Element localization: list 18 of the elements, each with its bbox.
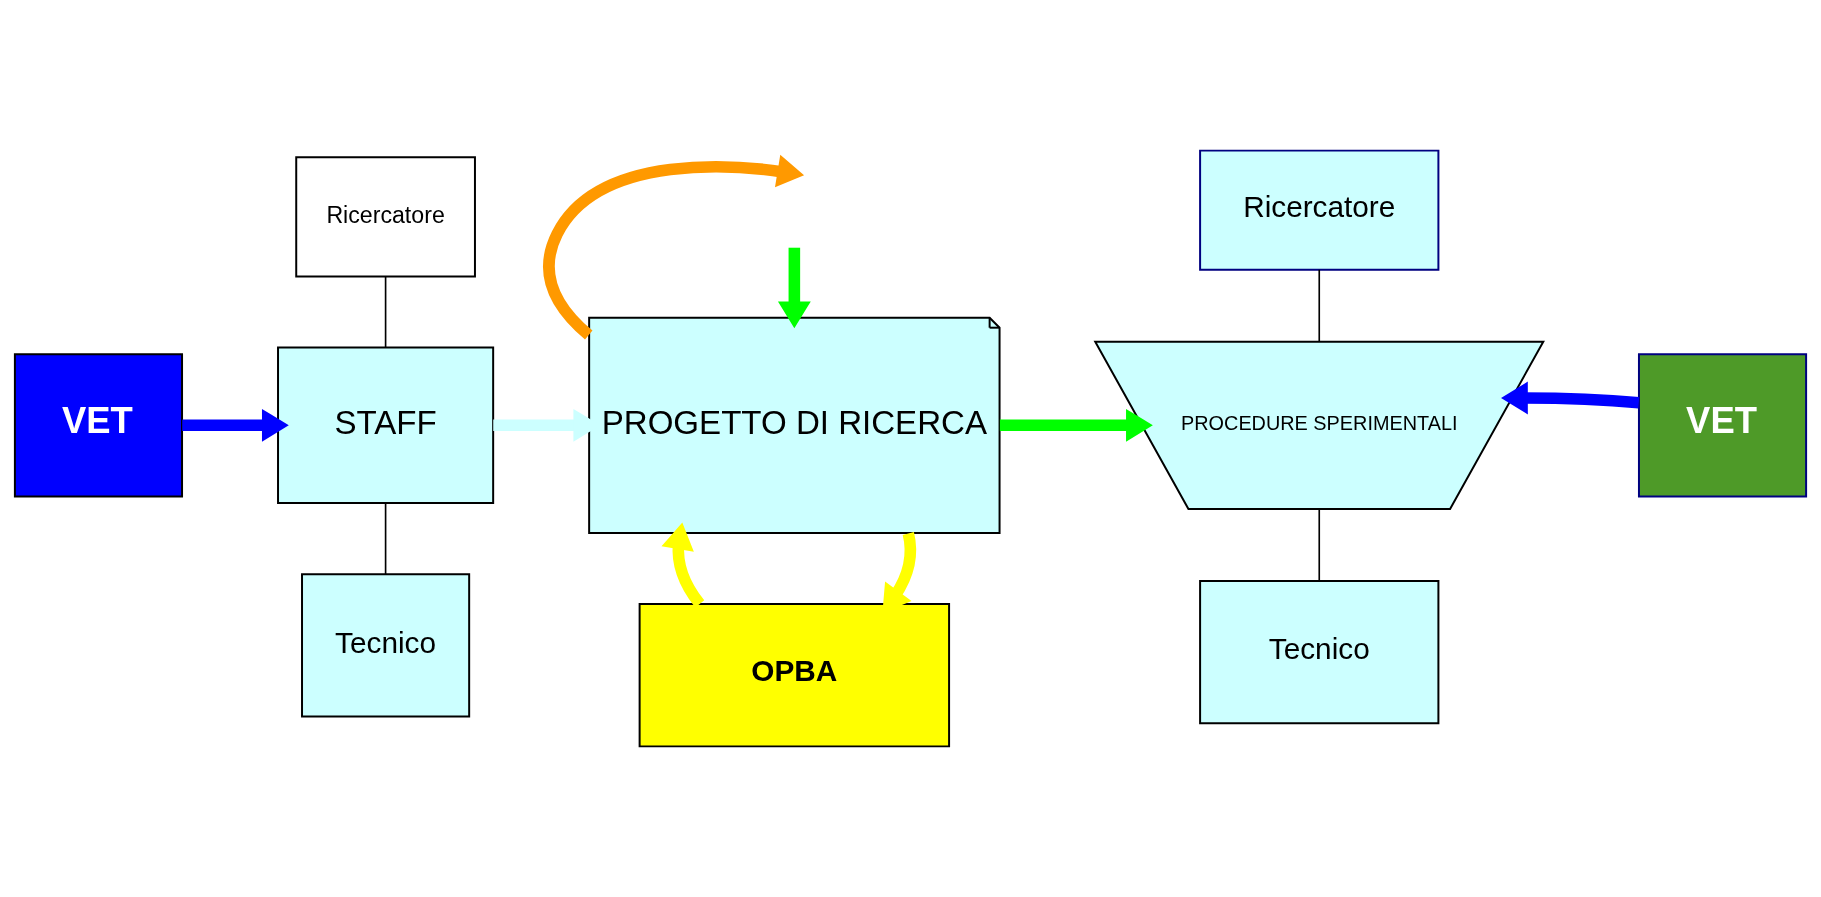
node-box: VET: [13, 353, 184, 498]
arrow: [999, 408, 1153, 442]
arrow: [661, 522, 705, 608]
node-box: Tecnico: [301, 573, 471, 718]
node-box: VET: [1637, 353, 1808, 498]
arrow: [543, 154, 805, 340]
arrow: [1501, 381, 1640, 415]
connector: [1318, 268, 1321, 343]
arrow: [777, 247, 811, 329]
connector: [384, 276, 387, 348]
node-box: Ricercatore: [295, 156, 476, 278]
node-box: OPBA: [638, 603, 951, 748]
node-box: STAFF: [277, 346, 495, 505]
connector: [384, 502, 387, 575]
node-box: Ricercatore: [1199, 149, 1440, 271]
connector: [1318, 508, 1321, 582]
arrow: [182, 408, 289, 442]
node-box: Tecnico: [1199, 579, 1440, 725]
